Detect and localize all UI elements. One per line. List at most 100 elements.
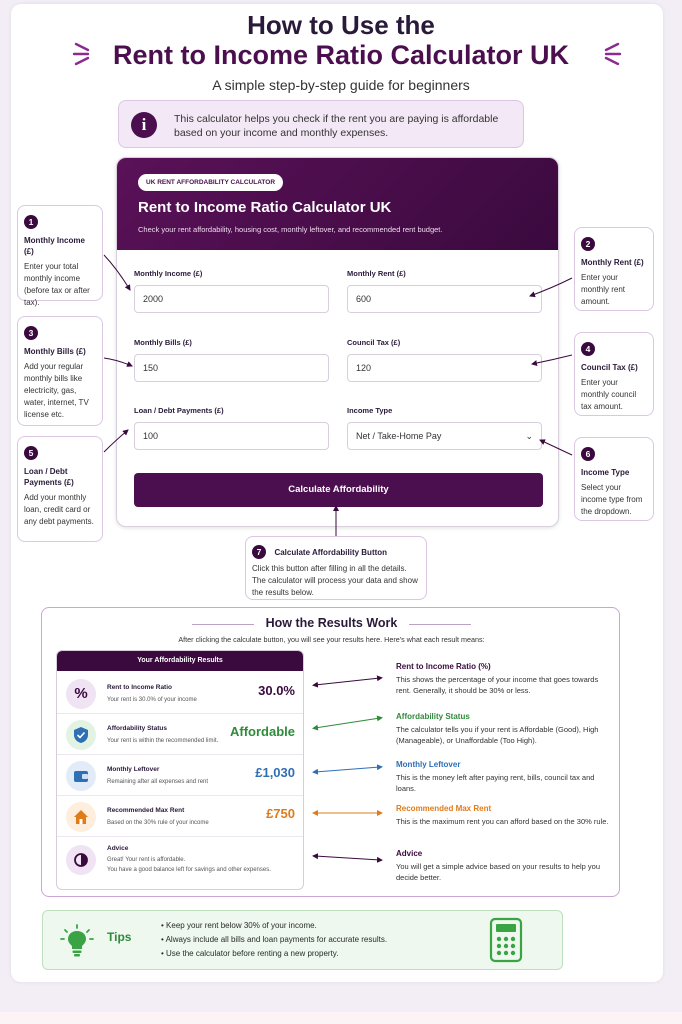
- council-tax-label: Council Tax (£): [347, 338, 401, 347]
- info-banner: i This calculator helps you check if the…: [118, 100, 524, 148]
- callout-title: Monthly Income (£): [24, 236, 85, 256]
- monthly-rent-input[interactable]: 600: [347, 285, 542, 313]
- explanation-title: Rent to Income Ratio (%): [396, 662, 491, 671]
- explanation-desc: The calculator tells you if your rent is…: [396, 725, 599, 745]
- tips-list: Keep your rent below 30% of your income.…: [161, 919, 387, 961]
- explanation-title: Affordability Status: [396, 712, 470, 721]
- callout-desc: Click this button after filling in all t…: [252, 564, 418, 597]
- callout-monthly-bills: 3 Monthly Bills (£) Add your regular mon…: [17, 316, 103, 426]
- house-icon: [66, 802, 96, 832]
- result-row-ratio: % Rent to Income Ratio Your rent is 30.0…: [57, 673, 303, 714]
- income-type-label: Income Type: [347, 406, 393, 415]
- result-row-status: Affordability Status Your rent is within…: [57, 714, 303, 755]
- result-label: Recommended Max Rent: [107, 807, 185, 814]
- callout-title: Income Type: [581, 468, 630, 477]
- callout-desc: Add your regular monthly bills like elec…: [24, 362, 89, 419]
- result-desc: Your rent is 30.0% of your income: [107, 697, 197, 703]
- explanation-max-rent: Recommended Max Rent This is the maximum…: [396, 804, 611, 827]
- result-desc: Remaining after all expenses and rent: [107, 779, 209, 785]
- monthly-bills-input[interactable]: 150: [134, 354, 329, 382]
- monthly-income-label: Monthly Income (£): [134, 269, 203, 278]
- explanation-title: Monthly Leftover: [396, 760, 461, 769]
- step-number: 3: [24, 326, 38, 340]
- bottom-strip: [0, 1012, 682, 1024]
- step-number: 2: [581, 237, 595, 251]
- callout-council-tax: 4 Council Tax (£) Enter your monthly cou…: [574, 332, 654, 416]
- result-arrows: [312, 675, 383, 863]
- step-number: 6: [581, 447, 595, 461]
- step-number: 4: [581, 342, 595, 356]
- tips-label: Tips: [107, 930, 132, 944]
- income-type-value: Net / Take-Home Pay: [356, 431, 442, 441]
- tips-box: Tips Keep your rent below 30% of your in…: [42, 910, 563, 970]
- result-desc: Great! Your rent is affordable.: [107, 857, 186, 863]
- result-value: £1,030: [255, 765, 295, 780]
- results-panel-title: Your Affordability Results: [57, 651, 303, 671]
- results-section: How the Results Work After clicking the …: [41, 607, 620, 897]
- explanation-desc: This is the maximum rent you can afford …: [396, 817, 609, 826]
- result-value: 30.0%: [258, 683, 295, 698]
- explanation-status: Affordability Status The calculator tell…: [396, 712, 611, 746]
- callout-monthly-income: 1 Monthly Income (£) Enter your total mo…: [17, 205, 103, 307]
- title-line-1: How to Use the: [247, 10, 435, 40]
- results-subtitle: After clicking the calculate button, you…: [178, 635, 485, 644]
- explanation-ratio: Rent to Income Ratio (%) This shows the …: [396, 662, 611, 696]
- divider: [192, 624, 254, 625]
- calculator-subtitle: Check your rent affordability, housing c…: [138, 225, 443, 234]
- result-desc-2: You have a good balance left for savings…: [107, 867, 271, 873]
- callout-income-type: 6 Income Type Select your income type fr…: [574, 437, 654, 521]
- calculate-affordability-button[interactable]: Calculate Affordability: [134, 473, 543, 507]
- calculator-icon: [489, 917, 523, 968]
- sparkle-right-icon: [602, 40, 622, 68]
- callout-desc: Enter your monthly rent amount.: [581, 273, 626, 306]
- calculator-badge: UK RENT AFFORDABILITY CALCULATOR: [138, 174, 284, 191]
- callout-title: Loan / Debt Payments (£): [24, 467, 74, 487]
- result-value: Affordable: [230, 724, 295, 739]
- result-desc: Your rent is within the recommended limi…: [107, 738, 219, 744]
- result-label: Affordability Status: [107, 725, 167, 732]
- tip-item: Always include all bills and loan paymen…: [161, 933, 387, 947]
- result-row-max-rent: Recommended Max Rent Based on the 30% ru…: [57, 796, 303, 837]
- loan-debt-input[interactable]: 100: [134, 422, 329, 450]
- council-tax-input[interactable]: 120: [347, 354, 542, 382]
- callout-desc: Select your income type from the dropdow…: [581, 483, 643, 516]
- callout-title: Monthly Bills (£): [24, 347, 86, 356]
- tip-item: Use the calculator before renting a new …: [161, 947, 387, 961]
- explanation-advice: Advice You will get a simple advice base…: [396, 849, 611, 883]
- monthly-rent-label: Monthly Rent (£): [347, 269, 406, 278]
- callout-desc: Add your monthly loan, credit card or an…: [24, 493, 94, 526]
- page-subtitle: A simple step-by-step guide for beginner…: [212, 77, 470, 93]
- result-row-advice: Advice Great! Your rent is affordable. Y…: [57, 837, 303, 887]
- info-text: This calculator helps you check if the r…: [174, 113, 499, 139]
- explanation-title: Recommended Max Rent: [396, 804, 492, 813]
- results-title: How the Results Work: [265, 616, 398, 630]
- step-number: 5: [24, 446, 38, 460]
- step-number: 1: [24, 215, 38, 229]
- result-label: Rent to Income Ratio: [107, 684, 173, 691]
- result-value: £750: [266, 806, 295, 821]
- divider: [409, 624, 471, 625]
- contrast-icon: [66, 845, 96, 875]
- lightbulb-icon: [59, 923, 95, 964]
- calculator-card: UK RENT AFFORDABILITY CALCULATOR Rent to…: [116, 157, 559, 527]
- callout-title: Council Tax (£): [581, 363, 638, 372]
- callout-desc: Enter your total monthly income (before …: [24, 262, 90, 307]
- explanation-leftover: Monthly Leftover This is the money left …: [396, 760, 611, 794]
- step-number: 7: [252, 545, 266, 559]
- income-type-select[interactable]: Net / Take-Home Pay ⌄: [347, 422, 542, 450]
- info-icon: i: [131, 112, 157, 138]
- explanation-title: Advice: [396, 849, 423, 858]
- calculator-title: Rent to Income Ratio Calculator UK: [138, 199, 392, 216]
- wallet-icon: [66, 761, 96, 791]
- result-row-leftover: Monthly Leftover Remaining after all exp…: [57, 755, 303, 796]
- shield-check-icon: [66, 720, 96, 750]
- result-label: Monthly Leftover: [107, 766, 160, 773]
- chevron-down-icon: ⌄: [525, 431, 533, 441]
- result-label: Advice: [107, 845, 129, 852]
- callout-desc: Enter your monthly council tax amount.: [581, 378, 637, 411]
- callout-loan-debt: 5 Loan / Debt Payments (£) Add your mont…: [17, 436, 103, 542]
- result-desc: Based on the 30% rule of your income: [107, 820, 209, 826]
- title-line-2: Rent to Income Ratio Calculator UK: [112, 40, 570, 70]
- explanation-desc: This shows the percentage of your income…: [396, 675, 599, 695]
- monthly-income-input[interactable]: 2000: [134, 285, 329, 313]
